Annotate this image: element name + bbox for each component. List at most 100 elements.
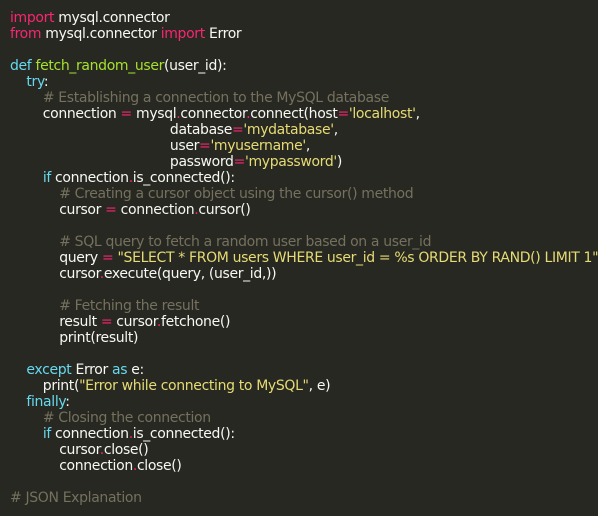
code-token: connection — [50, 170, 129, 186]
code-token — [10, 362, 26, 378]
code-token: "SELECT * FROM users WHERE user_id = %s … — [117, 250, 598, 266]
code-token: = — [337, 106, 350, 122]
code-line: # JSON Explanation — [10, 490, 589, 506]
code-token: : — [65, 394, 70, 410]
code-token: e: — [127, 362, 144, 378]
code-token: . — [128, 426, 133, 442]
code-line: # SQL query to fetch a random user based… — [10, 234, 589, 250]
code-token: 'mydatabase' — [243, 122, 334, 138]
code-line: # Fetching the result — [10, 298, 589, 314]
code-token: if — [42, 426, 51, 442]
code-token: as — [111, 362, 128, 378]
code-token: # JSON Explanation — [10, 490, 142, 506]
code-line: import mysql.connector — [10, 10, 589, 26]
code-line: connection.close() — [10, 458, 589, 474]
code-token — [10, 90, 43, 106]
code-token: = — [120, 106, 133, 122]
code-token: Error — [71, 362, 112, 378]
code-token: = — [100, 314, 113, 330]
code-line: cursor = connection.cursor() — [10, 202, 589, 218]
code-token: , — [305, 138, 310, 154]
code-line: finally: — [10, 394, 589, 410]
code-token — [10, 394, 26, 410]
code-token: finally — [26, 394, 66, 410]
code-line: except Error as e: — [10, 362, 589, 378]
code-token: cursor — [10, 202, 106, 218]
code-token: result — [10, 314, 101, 330]
code-token: connection — [50, 426, 129, 442]
code-token: 'localhost' — [348, 106, 416, 122]
code-line: # Creating a cursor object using the cur… — [10, 186, 589, 202]
code-token: cursor() — [198, 202, 251, 218]
code-line: password='mypassword') — [10, 154, 589, 170]
code-token: . — [132, 458, 137, 474]
code-line: result = cursor.fetchone() — [10, 314, 589, 330]
code-token: . — [246, 106, 251, 122]
code-token: connection — [10, 458, 133, 474]
code-token: mysql.connector — [54, 10, 170, 26]
code-token: # Closing the connection — [42, 410, 211, 426]
code-token: (user_id): — [164, 58, 227, 74]
code-token — [10, 74, 26, 90]
code-line: database='mydatabase', — [10, 122, 589, 138]
code-token — [10, 186, 59, 202]
code-line: ​ — [10, 346, 589, 362]
code-line: if connection.is_connected(): — [10, 426, 589, 442]
code-token: Error — [204, 26, 242, 42]
code-token: user — [10, 138, 200, 154]
code-token: close() — [136, 458, 182, 474]
code-line: def fetch_random_user(user_id): — [10, 58, 589, 74]
code-token: = — [232, 122, 244, 138]
code-token: , e) — [308, 378, 331, 394]
code-token: fetch_random_user — [35, 58, 165, 74]
code-token: "Error while connecting to MySQL" — [79, 378, 309, 394]
code-token: password — [10, 154, 234, 170]
code-token: fetchone() — [160, 314, 231, 330]
code-token: mysql.connector — [41, 26, 161, 42]
code-token: def — [10, 58, 32, 74]
code-token — [10, 298, 59, 314]
code-token: execute(query, (user_id,)) — [103, 266, 277, 282]
code-token: is_connected(): — [132, 426, 235, 442]
code-line: cursor.close() — [10, 442, 589, 458]
code-token: except — [26, 362, 72, 378]
code-token: , — [415, 106, 420, 122]
code-line: ​ — [10, 42, 589, 58]
code-token: cursor — [10, 442, 100, 458]
code-token — [10, 234, 59, 250]
code-token: cursor — [10, 266, 100, 282]
code-token: . — [99, 266, 104, 282]
code-token: = — [101, 250, 114, 266]
code-token: = — [199, 138, 211, 154]
code-line: try: — [10, 74, 589, 90]
code-line: print(result) — [10, 330, 589, 346]
code-token: : — [43, 74, 49, 90]
code-token: import — [10, 10, 55, 26]
code-token: . — [99, 442, 104, 458]
code-token: connector — [180, 106, 247, 122]
code-token: connection — [10, 106, 121, 122]
code-line: # Closing the connection — [10, 410, 589, 426]
code-token: . — [176, 106, 181, 122]
code-token: . — [194, 202, 199, 218]
code-token: # SQL query to fetch a random user based… — [59, 234, 432, 250]
code-line: from mysql.connector import Error — [10, 26, 589, 42]
code-token — [10, 170, 43, 186]
code-token — [10, 410, 43, 426]
code-token: try — [26, 74, 44, 90]
code-line: ​ — [10, 218, 589, 234]
code-token: connect(host — [250, 106, 338, 122]
code-line: ​ — [10, 282, 589, 298]
code-token: query — [10, 250, 102, 266]
code-token: print( — [10, 378, 80, 394]
code-token: . — [156, 314, 161, 330]
code-token — [10, 426, 43, 442]
code-line: print("Error while connecting to MySQL",… — [10, 378, 589, 394]
code-token: is_connected(): — [132, 170, 235, 186]
code-token: if — [42, 170, 51, 186]
code-token: mysql — [131, 106, 177, 122]
code-token: ) — [336, 154, 342, 170]
code-token: 'mypassword' — [244, 154, 337, 170]
